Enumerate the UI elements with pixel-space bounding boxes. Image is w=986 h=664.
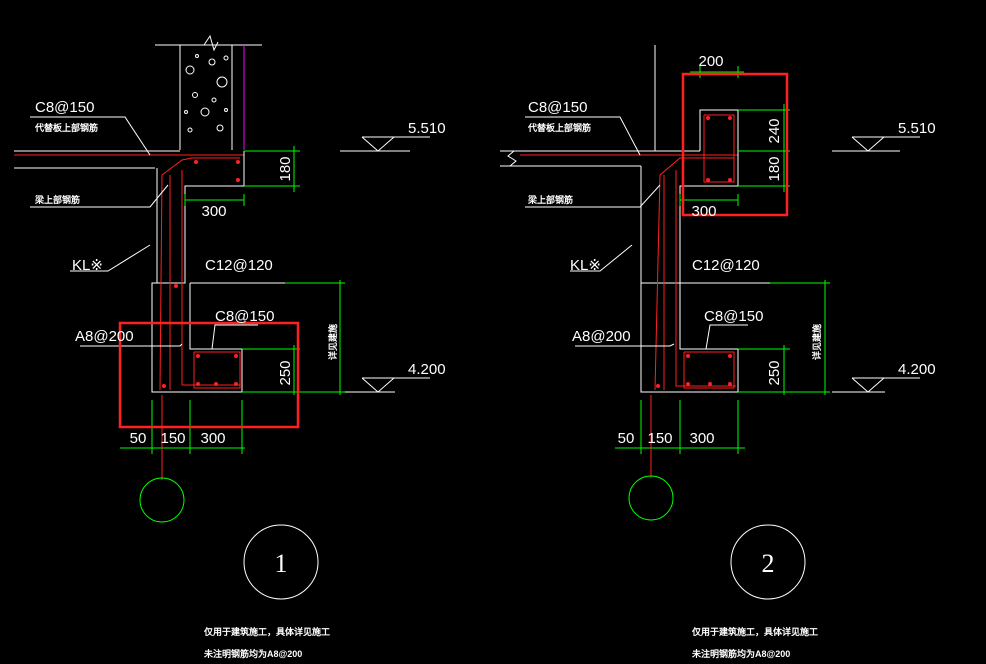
- beam-top-note-2: 梁上部钢筋: [527, 194, 573, 205]
- dim-b1-1: 50: [130, 430, 147, 447]
- dim-width-top-2: 300: [691, 203, 716, 220]
- detail-circle-1: [243, 524, 319, 600]
- dim-slab-2: 180: [766, 156, 783, 181]
- dim-side-note-2: 详见建施: [811, 324, 822, 360]
- elev-bottom-1: 4.200: [408, 361, 446, 378]
- wall-above-1: [155, 34, 262, 150]
- dim-side-note-1: 详见建施: [327, 324, 338, 360]
- beam-label-1: KL※: [72, 257, 103, 274]
- dim-b2-1: 150: [160, 430, 185, 447]
- top-rebar-label-1: C8@150: [35, 99, 94, 116]
- side-rebar-label-1: A8@200: [75, 328, 134, 345]
- detail-2: 2 C8@150 代替板上部钢筋 梁上部钢筋 KL※ C12@120 C8@15…: [500, 45, 936, 659]
- dim-ledge-height-1: 250: [277, 360, 294, 385]
- detail-circle-2: [730, 524, 806, 600]
- dim-b3-1: 300: [200, 430, 225, 447]
- dimensions-2: [615, 66, 830, 521]
- note-line2-1: 未注明钢筋均为A8@200: [203, 648, 302, 659]
- top-rebar-note-1: 代替板上部钢筋: [34, 122, 98, 133]
- rebar-dots-1: [162, 160, 240, 388]
- note-line1-2: 仅用于建筑施工，具体详见施工: [691, 626, 818, 637]
- detail-number-2: 2: [762, 549, 775, 578]
- elev-top-1: 5.510: [408, 120, 446, 137]
- elev-bottom-2: 4.200: [898, 361, 936, 378]
- elevation-marks-2: [832, 136, 920, 393]
- wall-hatch-1: [184, 54, 229, 133]
- top-rebar-note-2: 代替板上部钢筋: [527, 122, 591, 133]
- highlight-box-2: [681, 72, 789, 217]
- dim-b1-2: 50: [618, 430, 635, 447]
- stirrup-label-1: C12@120: [205, 257, 273, 274]
- dim-width-top-1: 300: [201, 203, 226, 220]
- side-rebar-label-2: A8@200: [572, 328, 631, 345]
- dim-upper-height-2: 240: [766, 118, 783, 143]
- elev-top-2: 5.510: [898, 120, 936, 137]
- rebar-dots-2: [656, 116, 732, 388]
- elevation-marks-1: [340, 136, 430, 393]
- detail-1: 1 C8@150 代替板上部钢筋 梁上部钢筋 KL※ C12@120 C8@15…: [14, 34, 446, 659]
- dim-b3-2: 300: [689, 430, 714, 447]
- stirrup-label-2: C12@120: [692, 257, 760, 274]
- dim-b2-2: 150: [647, 430, 672, 447]
- bottom-rebar-label-2: C8@150: [704, 308, 763, 325]
- note-line1-1: 仅用于建筑施工，具体详见施工: [203, 626, 330, 637]
- beam-label-2: KL※: [570, 257, 601, 274]
- dim-top-width-2: 200: [698, 53, 723, 70]
- note-line2-2: 未注明钢筋均为A8@200: [691, 648, 790, 659]
- top-rebar-label-2: C8@150: [528, 99, 587, 116]
- dim-ledge-height-2: 250: [766, 360, 783, 385]
- highlight-box-1: [118, 321, 300, 429]
- beam-top-note-1: 梁上部钢筋: [34, 194, 80, 205]
- bottom-rebar-label-1: C8@150: [215, 308, 274, 325]
- dim-slab-1: 180: [277, 156, 294, 181]
- detail-number-1: 1: [275, 549, 288, 578]
